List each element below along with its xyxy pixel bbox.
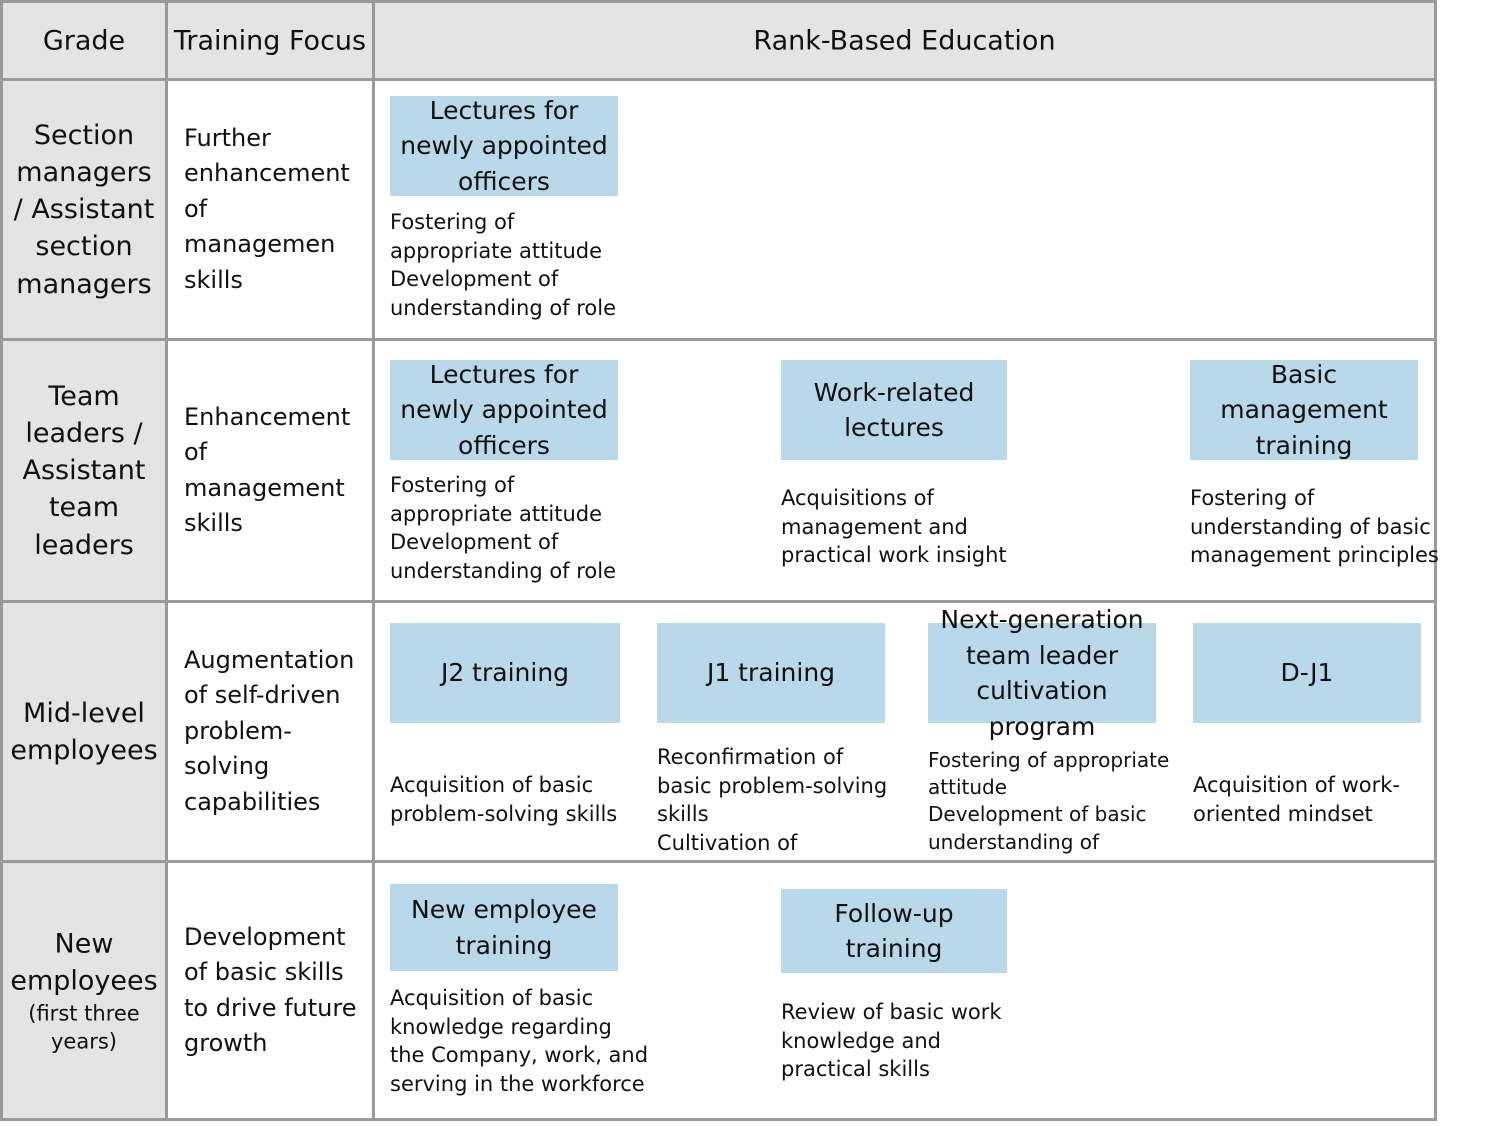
- program-item[interactable]: Next-generation team leader cultivation …: [928, 605, 1169, 881]
- program-title-box[interactable]: Lectures for newly appointed officers: [390, 96, 618, 196]
- program-item[interactable]: Lectures for newly appointed officers Fo…: [390, 360, 622, 590]
- education-cell-row-3: J2 training Acquisition of basic problem…: [372, 600, 1437, 912]
- program-description: Acquisition of basic knowledge regarding…: [390, 986, 649, 1096]
- training-focus-cell-row-1: Further enhancement of managemen skills: [165, 78, 375, 341]
- program-item[interactable]: Work-related lectures Acquisitions of ma…: [781, 360, 1013, 590]
- grade-label-row-3: Mid-level employees: [10, 697, 158, 766]
- program-title-box[interactable]: J2 training: [390, 623, 620, 723]
- rank-based-education-table: Grade Training Focus Rank-Based Educatio…: [0, 0, 1439, 1121]
- program-item[interactable]: D-J1 Acquisition of work-oriented mindse…: [1193, 623, 1425, 853]
- program-title-box[interactable]: Next-generation team leader cultivation …: [928, 605, 1156, 741]
- program-title-box[interactable]: D-J1: [1193, 623, 1421, 723]
- program-description: Fostering of appropriate attitude Develo…: [928, 748, 1170, 881]
- grade-label-row-4: New employees (first three years): [9, 925, 159, 1056]
- training-focus-cell-row-4: Development of basic skills to drive fut…: [165, 860, 375, 1121]
- program-item[interactable]: Follow-up training Review of basic work …: [781, 889, 1013, 1119]
- grade-cell-row-2: Team leaders / Assistant team leaders: [0, 338, 168, 603]
- program-title-box[interactable]: Lectures for newly appointed officers: [390, 360, 618, 460]
- program-title-box[interactable]: New employee training: [390, 884, 618, 971]
- header-label-rank-based-education: Rank-Based Education: [753, 24, 1056, 56]
- program-item[interactable]: J1 training Reconfirmation of basic prob…: [657, 623, 889, 912]
- program-description: Fostering of appropriate attitude Develo…: [390, 473, 617, 583]
- program-description: Review of basic work knowledge and pract…: [781, 1000, 1002, 1082]
- program-description: Acquisition of basic problem-solving ski…: [390, 773, 618, 826]
- training-focus-label-row-4: Development of basic skills to drive fut…: [184, 922, 357, 1058]
- program-description: Fostering of appropriate attitude Develo…: [390, 210, 617, 320]
- education-cell-row-4: New employee training Acquisition of bas…: [372, 860, 1437, 1121]
- header-label-grade: Grade: [42, 24, 126, 56]
- program-item[interactable]: New employee training Acquisition of bas…: [390, 884, 648, 1114]
- grade-label-main: New employees: [10, 927, 158, 997]
- program-description: Fostering of understanding of basic mana…: [1190, 486, 1439, 568]
- grade-label-row-2: Team leaders / Assistant team leaders: [22, 380, 146, 561]
- program-description: Acquisitions of management and practical…: [781, 486, 1007, 568]
- education-cell-row-1: Lectures for newly appointed officers Fo…: [372, 78, 1437, 341]
- program-item[interactable]: Lectures for newly appointed officers Fo…: [390, 96, 622, 326]
- grade-label-note: (first three years): [28, 1001, 140, 1054]
- training-focus-cell-row-2: Enhancement of management skills: [165, 338, 375, 603]
- program-title-box[interactable]: J1 training: [657, 623, 885, 723]
- program-title-box[interactable]: Follow-up training: [781, 889, 1007, 973]
- program-title-box[interactable]: Basic management training: [1190, 360, 1418, 460]
- header-cell-training-focus: Training Focus: [165, 0, 375, 81]
- training-focus-label-row-3: Augmentation of self-driven problem-solv…: [184, 645, 355, 816]
- program-description: Acquisition of work-oriented mindset: [1193, 773, 1401, 826]
- grade-label-row-1: Section managers / Assistant section man…: [13, 119, 155, 300]
- grade-cell-row-1: Section managers / Assistant section man…: [0, 78, 168, 341]
- training-focus-cell-row-3: Augmentation of self-driven problem-solv…: [165, 600, 375, 863]
- education-cell-row-2: Lectures for newly appointed officers Fo…: [372, 338, 1439, 603]
- header-label-training-focus: Training Focus: [173, 24, 367, 56]
- program-item[interactable]: J2 training Acquisition of basic problem…: [390, 623, 622, 853]
- header-cell-grade: Grade: [0, 0, 168, 81]
- program-title-box[interactable]: Work-related lectures: [781, 360, 1007, 460]
- training-focus-label-row-2: Enhancement of management skills: [184, 402, 351, 538]
- grade-cell-row-4: New employees (first three years): [0, 860, 168, 1121]
- training-focus-label-row-1: Further enhancement of managemen skills: [184, 123, 350, 294]
- grade-cell-row-3: Mid-level employees: [0, 600, 168, 863]
- program-item[interactable]: Basic management training Fostering of u…: [1190, 360, 1439, 590]
- header-cell-rank-based-education: Rank-Based Education: [372, 0, 1437, 81]
